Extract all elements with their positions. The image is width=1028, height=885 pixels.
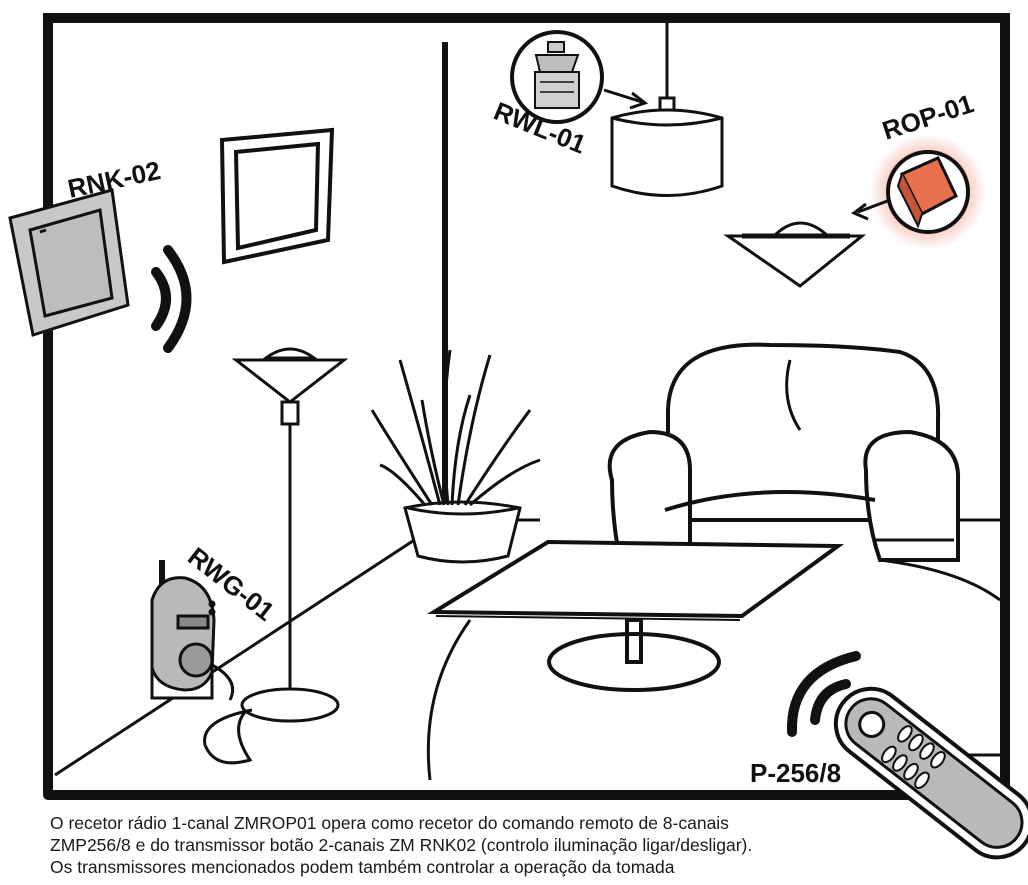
arrow-rwl: [604, 90, 645, 108]
potted-plant: [372, 350, 540, 562]
wall-switch-icon: [10, 190, 128, 335]
label-p2568: P-256/8: [750, 758, 841, 788]
remote-control-icon: [822, 675, 1028, 872]
floor-lamp: [205, 349, 344, 763]
radio-receiver-module-icon: [870, 134, 986, 250]
caption: O recetor rádio 1-canal ZMROP01 opera co…: [50, 812, 850, 878]
picture-frame: [222, 130, 332, 262]
radio-waves-icon: [156, 250, 187, 348]
coffee-table: [434, 542, 838, 690]
caption-line-3: Os transmissores mencionados podem també…: [50, 856, 850, 878]
caption-line-1: O recetor rádio 1-canal ZMROP01 opera co…: [50, 812, 850, 834]
caption-line-2: ZMP256/8 e do transmissor botão 2-canais…: [50, 834, 850, 856]
armchair: [610, 345, 958, 560]
ceiling-light: [728, 223, 862, 286]
pendant-lamp: [612, 20, 722, 196]
